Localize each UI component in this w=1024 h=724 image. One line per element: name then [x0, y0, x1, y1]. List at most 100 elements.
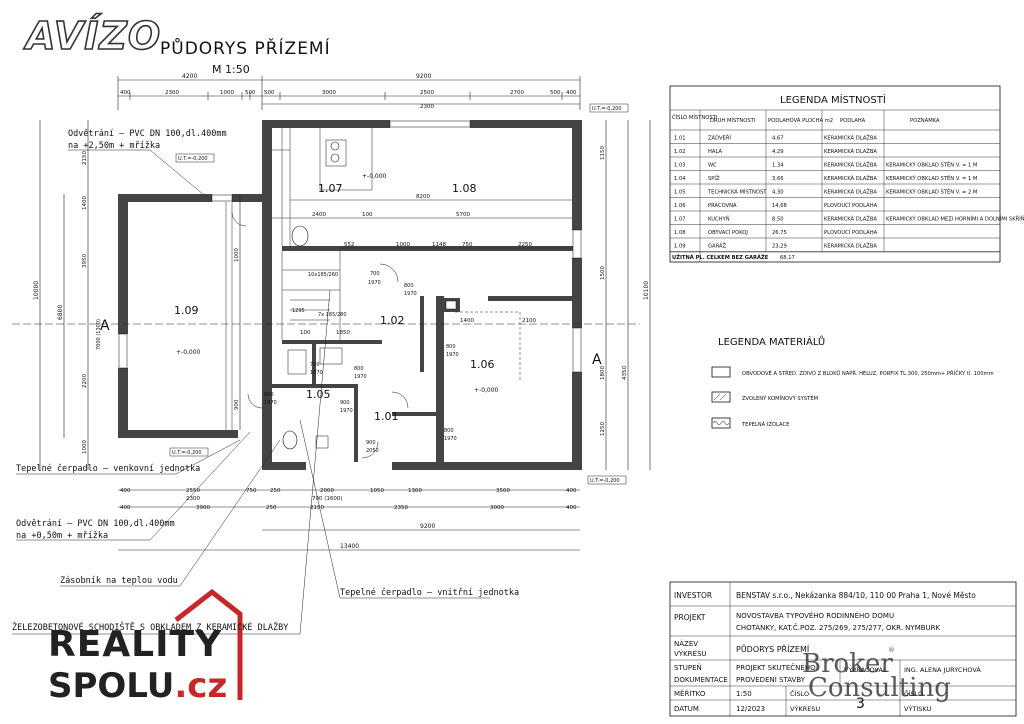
- legend-cell: PLOVOUCÍ PODLAHA: [824, 229, 878, 236]
- heat-pump-indoor-label: Tepelné čerpadlo – vnitřní jednotka: [340, 588, 520, 598]
- tb-drew-value: ING. ALENA JURYCHOVÁ: [904, 665, 981, 674]
- door-label-18: 2050: [366, 448, 379, 454]
- room-num-1-02: 1.02: [380, 314, 405, 327]
- dim-inner-2250: 2250: [518, 242, 532, 248]
- bottom-dimensions: 400 2550 750 250 2000 1050 1300 3500 400…: [118, 488, 580, 551]
- dim-left-2: 6800: [57, 305, 64, 320]
- room-num-1-01: 1.01: [374, 410, 399, 423]
- tb-drawing-label-1: NÁZEV: [674, 639, 698, 648]
- broker-word: Broker: [802, 649, 893, 679]
- legend-cell: PLOVOUCÍ PODLAHA: [824, 202, 878, 209]
- material-swatch-chimney: [711, 391, 731, 403]
- dim-bottom-18: 400: [566, 505, 577, 511]
- door-label-8: 1970: [264, 400, 277, 406]
- legend-cell: PRACOVNA: [708, 203, 737, 209]
- room-level-1-09: +-0,000: [176, 349, 201, 356]
- room-num-1-05: 1.05: [306, 388, 331, 401]
- stair-upper-spec: 10x185/260: [308, 272, 338, 278]
- dim-left-10: 7000 (1300): [96, 319, 102, 350]
- legend-header-5: POZNÁMKA: [910, 117, 940, 124]
- plan-scale: M 1:50: [212, 63, 250, 76]
- dim-bottom-2: 2550: [186, 488, 200, 494]
- legend-cell: 1,34: [772, 163, 784, 169]
- dim-inner-1148: 1148: [432, 242, 446, 248]
- dim-bottom-1: 400: [120, 488, 131, 494]
- door-label-13: 800: [354, 366, 364, 372]
- dim-inner-1000: 1000: [396, 242, 410, 248]
- legend-cell: 26,75: [772, 230, 787, 236]
- dim-bottom-12: 400: [120, 505, 131, 511]
- material-swatch-wall: [711, 366, 731, 378]
- door-label-17: 900: [366, 440, 376, 446]
- legend-cell: 14,68: [772, 203, 787, 209]
- tb-sheet-label-1: ČÍSLO: [790, 689, 809, 698]
- room-level-1-06: +-0,000: [474, 387, 499, 394]
- dim-top-inner: 2300: [420, 104, 434, 110]
- dim-top-mid-3: 1000: [220, 90, 234, 96]
- dim-right-1: 10100: [643, 281, 650, 300]
- dim-top-mid-1: 400: [120, 90, 131, 96]
- avizo-watermark: AVÍZO: [25, 13, 162, 59]
- room-level-1-07: +-0,000: [362, 173, 387, 180]
- level-mark-2: U.T.=-0,200: [178, 156, 208, 162]
- legend-cell: KERAMICKÁ DLAŽBA: [824, 134, 877, 142]
- legend-cell: KUCHYŇ: [708, 216, 730, 223]
- legend-total-label: UŽITNÁ PL. CELKEM BEZ GARÁŽE: [672, 253, 769, 261]
- legend-cell: SPÍŽ: [708, 174, 720, 182]
- dim-left-7: 1000: [82, 440, 88, 454]
- dim-left-1: 10000: [33, 281, 40, 300]
- section-mark-right: A: [592, 352, 602, 368]
- dim-bottom-10: 2300: [186, 496, 200, 502]
- dim-bottom-11: 700 (1600): [312, 496, 343, 502]
- tb-project-value-1: NOVOSTAVBA TYPOVÉHO RODINNÉHO DOMU: [736, 611, 894, 620]
- level-mark-3: U.T.=-0,200: [172, 450, 202, 456]
- building-walls: [118, 120, 582, 470]
- legend-total-value: 68,17: [780, 255, 795, 261]
- dim-left-5: 3950: [82, 254, 88, 268]
- legend-cell: 3,66: [772, 176, 784, 182]
- legend-cell: 1.07: [674, 217, 686, 223]
- material-item-3: TEPELNÁ IZOLACE: [741, 421, 789, 428]
- tb-drawing-value: PŮDORYS PŘÍZEMÍ: [736, 643, 810, 654]
- room-num-1-08: 1.08: [452, 182, 477, 195]
- tb-stage-label-1: STUPEŇ: [674, 663, 702, 672]
- legend-cell: 1.06: [674, 203, 686, 209]
- dim-inner-1400: 1400: [460, 318, 474, 324]
- tb-investor-value: BENSTAV s.r.o., Nekázanka 884/10, 110 00…: [736, 591, 976, 600]
- vent-annotation-lower: Odvětrání – PVC DN 100,dl.400mm na +0,50…: [16, 518, 175, 542]
- dim-top-outer-2: 9200: [416, 73, 431, 80]
- vent-lower-line-2: na +0,50m + mřížka: [16, 531, 109, 541]
- dim-bottom-4: 250: [270, 488, 281, 494]
- level-marks: U.T.=-0,200 U.T.=-0,200 U.T.=-0,200 U.T.…: [169, 103, 629, 485]
- dim-right-6: 1150: [600, 146, 606, 160]
- door-label-12: 1970: [444, 436, 457, 442]
- dim-left-6: 2200: [82, 374, 88, 388]
- stairs-label: ŽELEZOBETONOVÉ SCHODIŠTĚ S OBKLADEM Z KE…: [12, 623, 289, 633]
- plan-title: PŮDORYS PŘÍZEMÍ: [160, 37, 331, 59]
- dim-top-mid-5: 500: [264, 90, 275, 96]
- dim-inner-552: 552: [344, 242, 355, 248]
- room-num-1-07: 1.07: [318, 182, 343, 195]
- room-num-1-06: 1.06: [470, 358, 495, 371]
- dim-top-mid-2: 2300: [165, 90, 179, 96]
- legend-cell: KERAMICKÝ OBKLAD MEZI HORNÍMI A DOLNÍMI …: [886, 215, 1024, 223]
- level-mark-4: U.T.=-0,200: [590, 478, 620, 484]
- legend-cell: 1.09: [674, 244, 686, 250]
- room-num-1-09: 1.09: [174, 304, 199, 317]
- dim-bottom-15: 2150: [310, 505, 324, 511]
- legend-cell: 1.08: [674, 230, 686, 236]
- legend-cell: 1.03: [674, 163, 686, 169]
- legend-cell: KERAMICKÁ DLAŽBA: [824, 174, 877, 182]
- door-label-2: 1970: [368, 280, 381, 286]
- door-label-1: 700: [370, 271, 380, 277]
- dim-bottom-total: 9200: [420, 523, 435, 530]
- material-legend: LEGENDA MATERIÁLŮ OBVODOVÉ A STŘED. ZDIV…: [711, 335, 994, 429]
- dim-top-outer-1: 4200: [182, 73, 197, 80]
- door-label-14: 1970: [354, 374, 367, 380]
- material-item-2: ZVOLENÝ KOMÍNOVÝ SYSTÉM: [742, 394, 818, 402]
- dim-top-mid-9: 500: [550, 90, 561, 96]
- top-dimensions: 4200 9200 400 2300 1000 500 500 3000 250…: [117, 73, 581, 110]
